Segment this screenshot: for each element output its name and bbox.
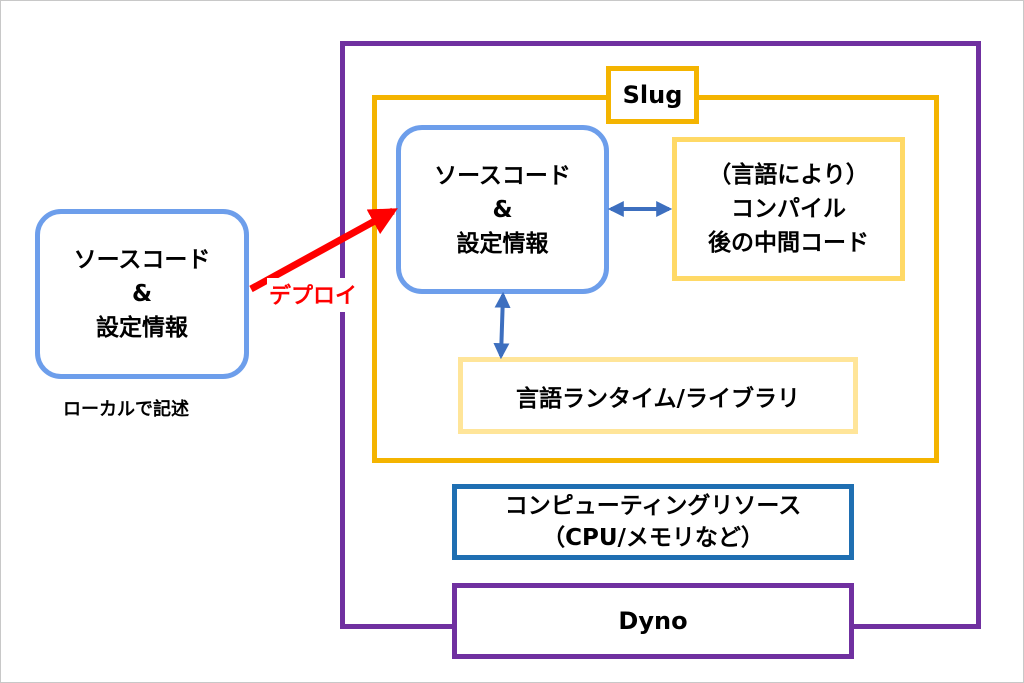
local-source-node: ソースコード & 設定情報: [35, 209, 249, 379]
local-source-line-3: 設定情報: [96, 315, 188, 341]
deploy-label: デプロイ: [267, 278, 364, 312]
computing-resources-node: コンピューティングリソース （CPU/メモリなど）: [452, 484, 854, 560]
compiled-code-line-3: 後の中間コード: [708, 230, 869, 256]
deploy-arrow: [249, 207, 398, 293]
deployed-source-line-3: 設定情報: [456, 230, 549, 257]
local-source-line-1: ソースコード: [73, 247, 211, 273]
source-to-runtime-arrow: [493, 291, 511, 360]
dyno-title: Dyno: [452, 583, 854, 659]
compiled-code-node: （言語により） コンパイル 後の中間コード: [672, 137, 905, 281]
slug-title: Slug: [606, 66, 699, 124]
runtime-library-node: 言語ランタイム/ライブラリ: [458, 357, 858, 434]
deployed-source-line-2: &: [492, 196, 513, 223]
compiled-code-line-1: （言語により）: [708, 162, 869, 188]
local-source-line-2: &: [131, 281, 153, 307]
deployed-source-node: ソースコード & 設定情報: [396, 125, 609, 294]
computing-resources-line-1: コンピューティングリソース: [504, 493, 802, 519]
computing-resources-line-2: （CPU/メモリなど）: [542, 525, 764, 551]
deployed-source-line-1: ソースコード: [434, 162, 571, 189]
compiled-code-line-2: コンパイル: [731, 196, 846, 222]
local-caption: ローカルで記述: [63, 399, 189, 420]
